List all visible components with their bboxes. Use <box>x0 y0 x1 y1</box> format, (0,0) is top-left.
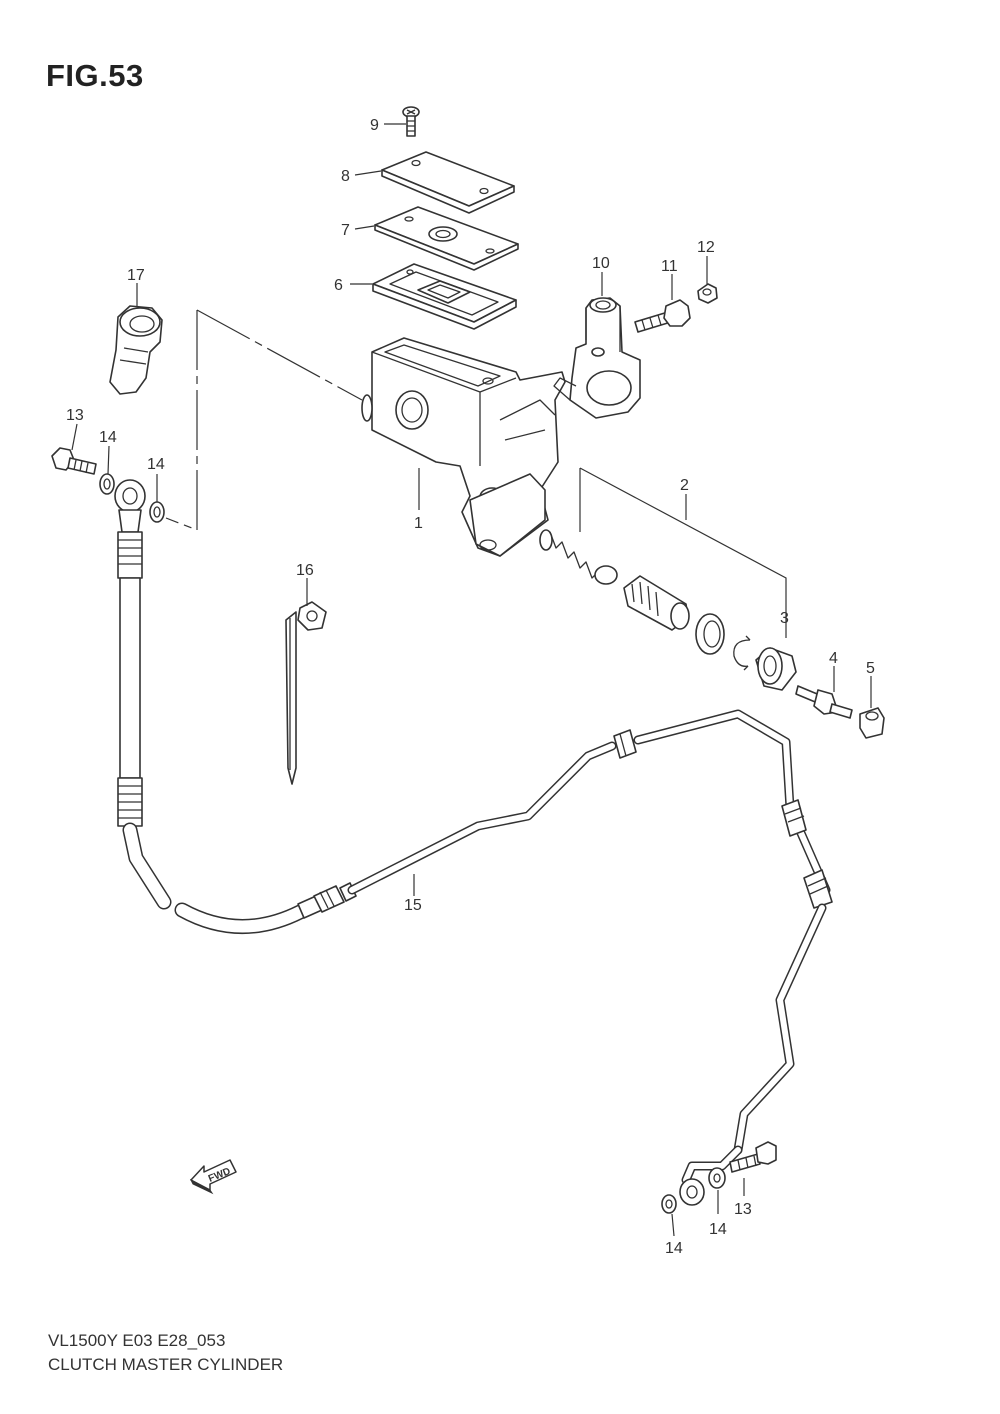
part-1-master-cylinder-body <box>361 337 566 557</box>
callout-10: 10 <box>592 255 610 272</box>
part-14-washer-left-b <box>149 501 165 523</box>
callout-17: 17 <box>127 267 145 284</box>
callout-8: 8 <box>341 168 350 185</box>
callout-14-left-a: 14 <box>99 429 117 446</box>
part-3-dust-seal <box>755 647 797 691</box>
leader-13-left <box>71 423 78 451</box>
callout-15: 15 <box>404 897 422 914</box>
part-5-cap-nut <box>859 707 885 739</box>
leader-14-right-b <box>671 1213 675 1237</box>
leader-14-left-a <box>107 445 110 475</box>
callout-3: 3 <box>780 610 789 627</box>
part-7-plate <box>374 206 519 271</box>
part-13-banjo-bolt-right <box>729 1141 777 1173</box>
part-8-reservoir-cap <box>381 151 515 214</box>
leader-2-bracket <box>579 467 787 638</box>
part-10-lever-holder <box>553 297 641 419</box>
leader-8 <box>354 170 382 176</box>
part-13-banjo-bolt-left <box>51 447 97 475</box>
fwd-arrow-icon: FWD <box>189 1159 237 1195</box>
assembly-line-upper <box>196 309 363 401</box>
part-4-push-rod <box>795 685 853 719</box>
part-12-nut <box>697 283 718 304</box>
callout-7: 7 <box>341 222 350 239</box>
part-14-washer-right-a <box>708 1167 726 1189</box>
leader-7 <box>354 225 375 230</box>
part-2-piston-spring <box>539 529 618 585</box>
callout-14-right-b: 14 <box>665 1240 683 1257</box>
callout-1: 1 <box>414 515 423 532</box>
callout-4: 4 <box>829 650 838 667</box>
part-17-boot <box>109 305 163 395</box>
callout-13-left: 13 <box>66 407 84 424</box>
part-15-clutch-hose <box>114 479 833 1206</box>
callout-13-right: 13 <box>734 1201 752 1218</box>
part-2-circlip <box>733 635 751 671</box>
figure-model-code: VL1500Y E03 E28_053 <box>48 1331 226 1350</box>
callout-14-left-b: 14 <box>147 456 165 473</box>
callout-2: 2 <box>680 477 689 494</box>
part-11-bolt <box>634 299 691 333</box>
callout-11: 11 <box>661 258 678 275</box>
part-14-washer-left-a <box>99 473 115 495</box>
part-6-diaphragm <box>372 263 517 330</box>
part-2-piston <box>623 575 690 631</box>
figure-caption: CLUTCH MASTER CYLINDER <box>48 1355 284 1374</box>
part-9-screw <box>402 106 420 137</box>
callout-5: 5 <box>866 660 875 677</box>
part-2-piston-cup <box>695 613 725 655</box>
figure-title: FIG.53 <box>46 58 144 93</box>
callout-14-right-a: 14 <box>709 1221 727 1238</box>
callout-16: 16 <box>296 562 314 579</box>
callout-12: 12 <box>697 239 715 256</box>
part-16-clamp-tie <box>285 601 327 785</box>
callout-9: 9 <box>370 117 379 134</box>
callout-6: 6 <box>334 277 343 294</box>
assembly-line-left <box>165 310 198 531</box>
part-14-washer-right-b <box>661 1194 677 1214</box>
